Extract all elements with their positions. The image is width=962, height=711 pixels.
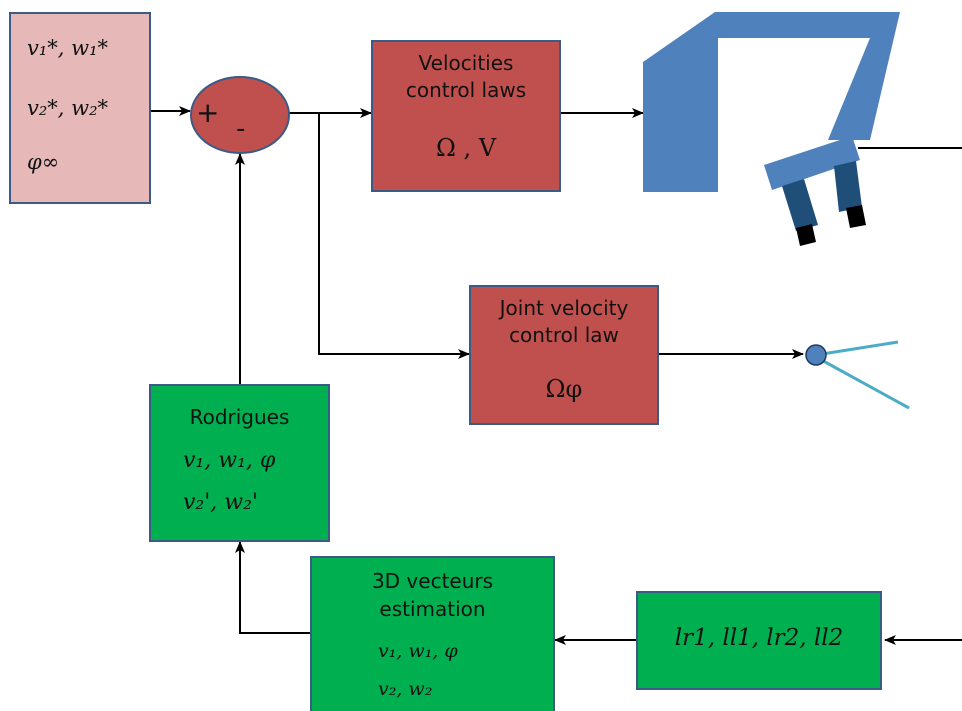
joint-control-box: Joint velocity control law Ωφ [469,285,659,425]
estimation-title-1: 3D vecteurs [371,569,494,593]
arrow-branch-to-joint-law [318,113,470,359]
reference-input-box: v₁*, w₁* v₂*, w₂* φ∞ [9,12,151,204]
joint-title-2: control law [509,323,619,347]
joint-formula: Ωφ [545,375,583,403]
estimation-line-1: v₁, w₁, φ [378,640,458,662]
rodrigues-line-2: v₂', w₂' [183,490,258,515]
estimation-title-2: estimation [379,597,486,621]
arrow-estimation-to-rodrigues [235,541,310,634]
rodrigues-line-1: v₁, w₁, φ [183,448,276,473]
measures-formula: lr1, ll1, lr2, ll2 [674,625,844,651]
measures-box: lr1, ll1, lr2, ll2 [636,591,882,690]
comparator-plus: + [196,96,220,129]
robot-arm-icon [643,12,900,192]
estimation-box: 3D vecteurs estimation v₁, w₁, φ v₂, w₂ [310,556,555,711]
rodrigues-box: Rodrigues v₁, w₁, φ v₂', w₂' [149,384,330,542]
joint-icon [805,340,910,410]
comparator-minus: - [236,114,246,144]
velocities-formula: Ω , V [435,134,497,162]
estimation-line-2: v₂, w₂ [378,678,433,700]
rodrigues-title: Rodrigues [189,405,290,429]
velocities-title-2: control laws [405,78,527,102]
velocities-control-box: Velocities control laws Ω , V [371,40,561,192]
reference-line-3: φ∞ [27,150,60,174]
velocities-title-1: Velocities [418,51,514,75]
reference-line-1: v₁*, w₁* [27,36,109,60]
gripper-icon [764,136,866,246]
reference-line-2: v₂*, w₂* [27,96,109,120]
joint-title-1: Joint velocity [499,296,629,320]
comparator-node: + - [190,76,290,154]
